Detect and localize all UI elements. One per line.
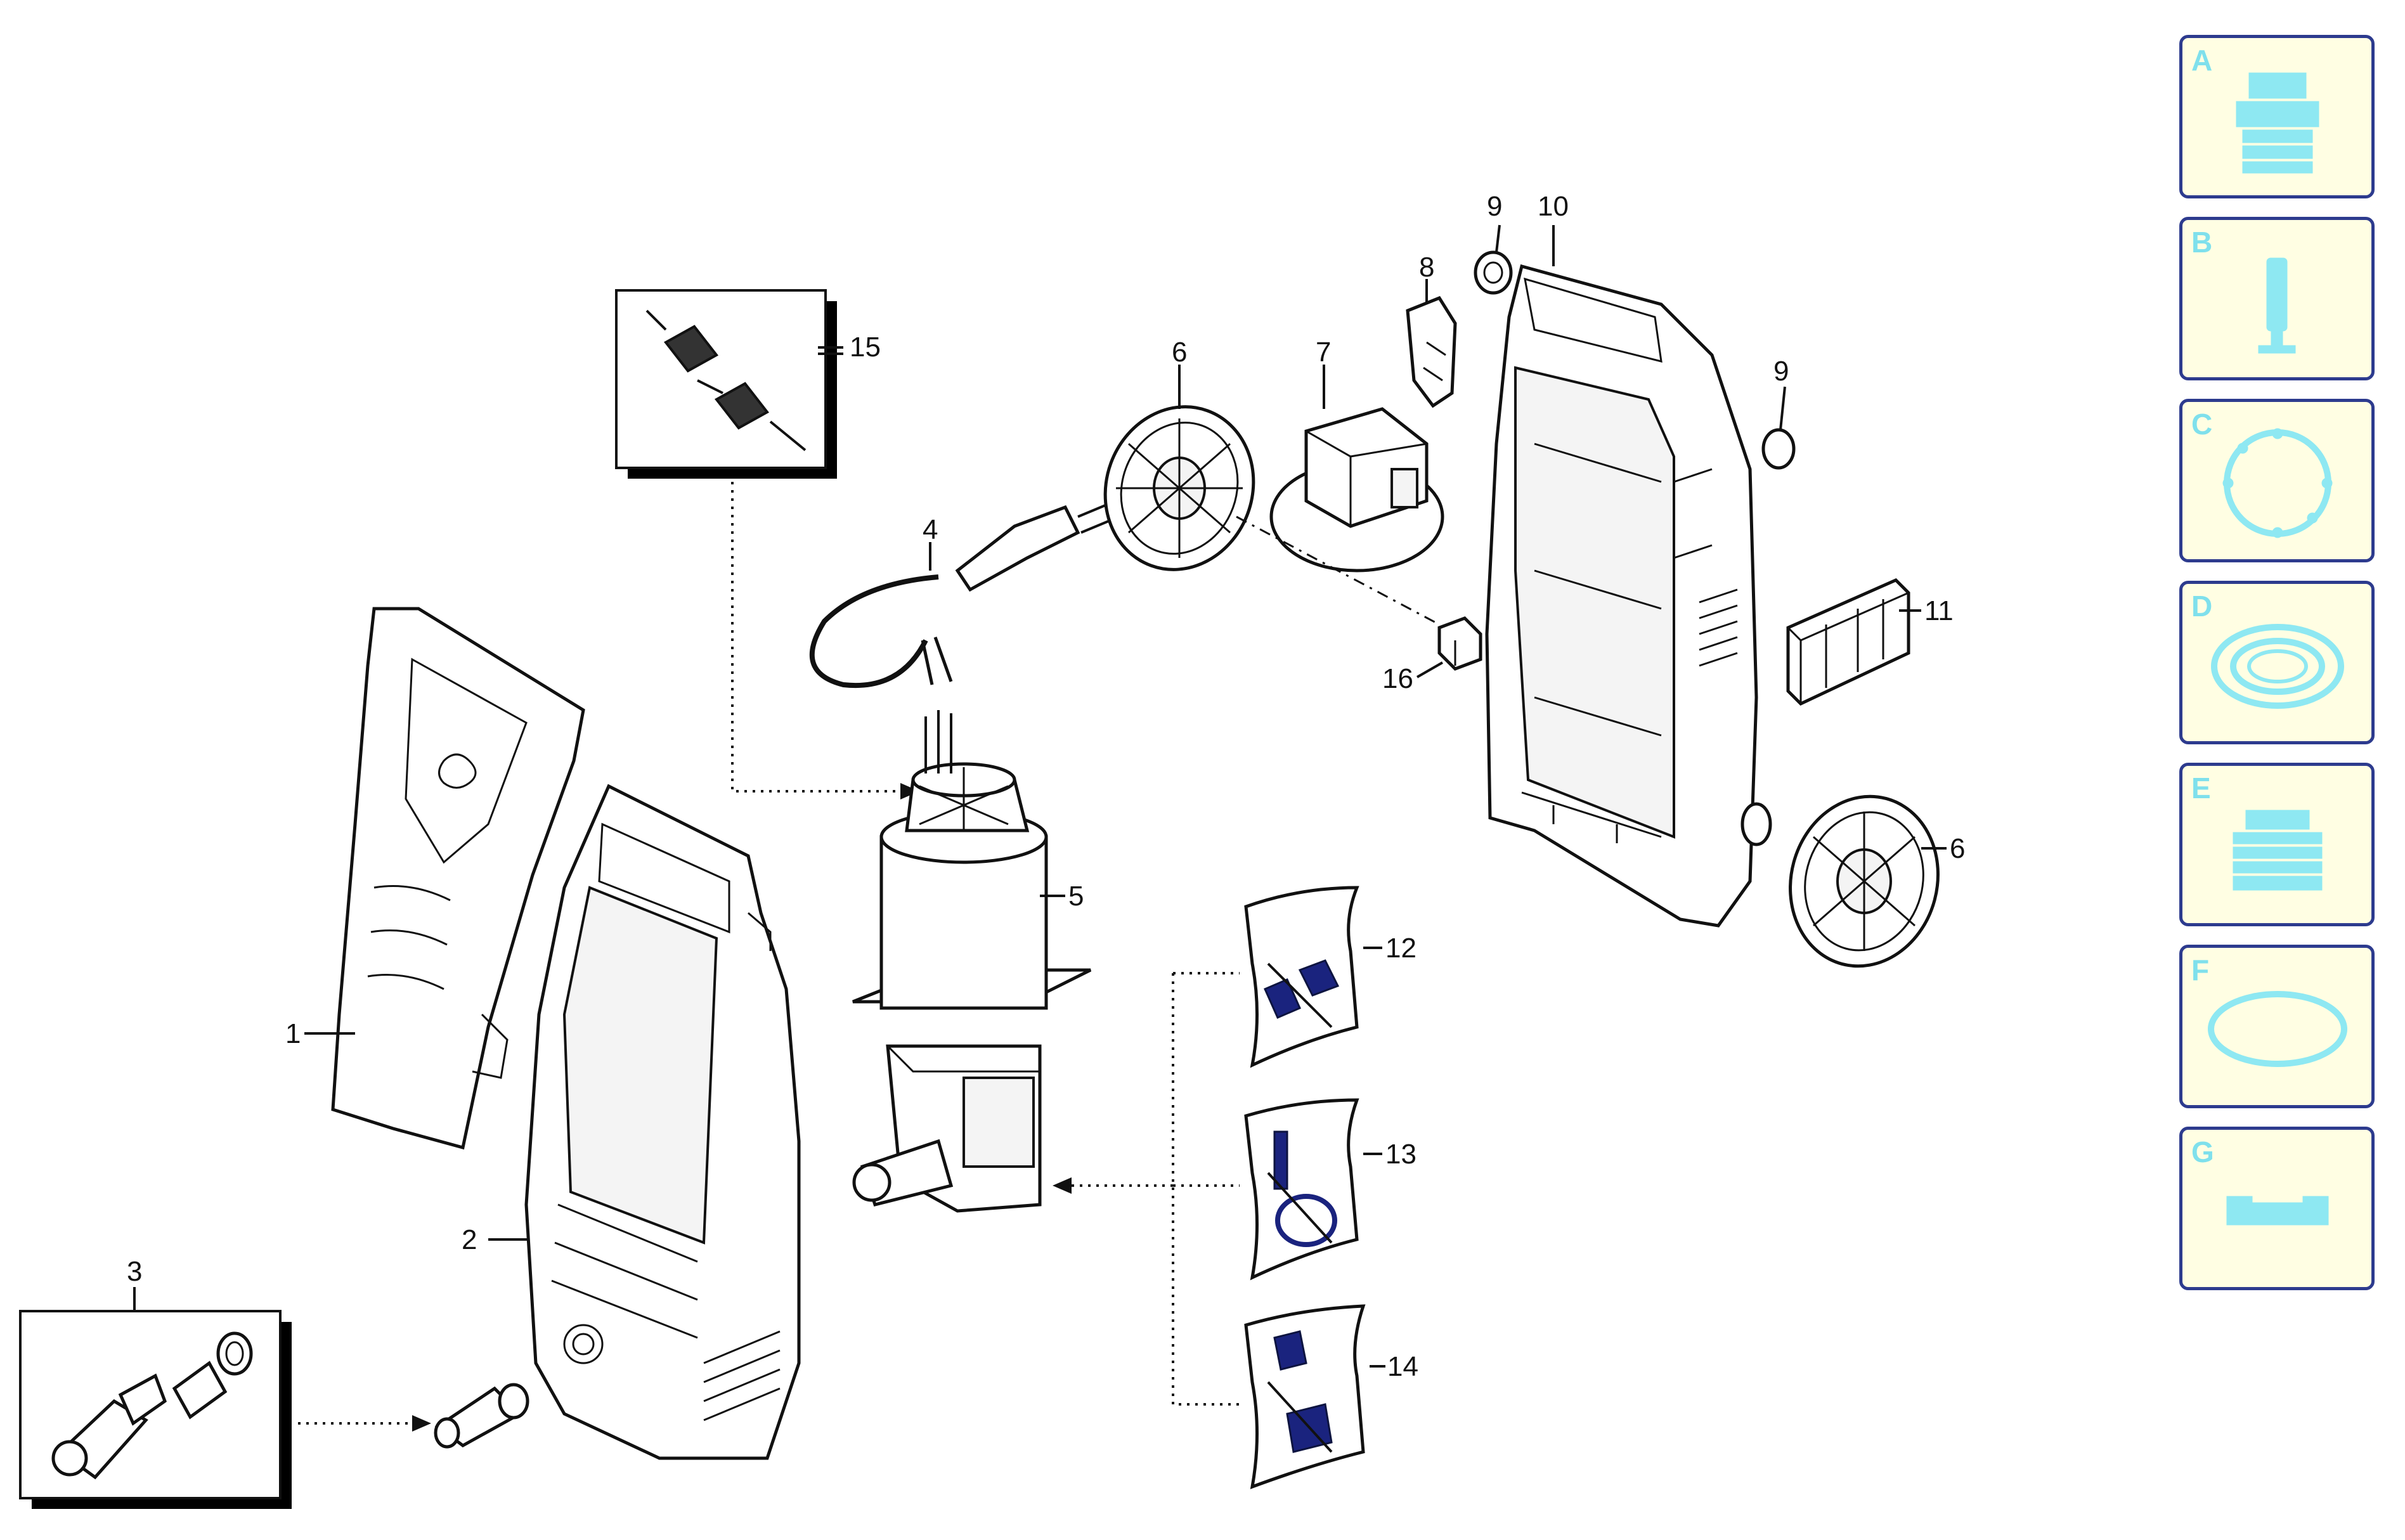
callout-9a: 9 [1487, 191, 1502, 222]
accessory-button-b[interactable]: B [2179, 217, 2375, 380]
part-10-rear-housing[interactable] [1485, 264, 1772, 928]
part-8-latch[interactable] [1406, 295, 1457, 408]
callout-6a: 6 [1172, 337, 1187, 368]
accessory-letter: B [2191, 226, 2213, 259]
leader-line [1416, 661, 1443, 678]
leader-line [1495, 224, 1501, 253]
accessory-button-g[interactable]: G [2179, 1127, 2375, 1290]
callout-5: 5 [1068, 881, 1084, 912]
dotted-connector [731, 482, 900, 793]
callout-8: 8 [1419, 252, 1434, 283]
part-12-seal-kit-bag[interactable] [1244, 886, 1359, 1068]
o-ring-icon [2208, 991, 2347, 1067]
nozzle-icon [2258, 257, 2296, 354]
part-5-motor-pump-assembly[interactable] [852, 710, 1092, 1213]
part-11-holder-bracket[interactable] [1786, 578, 1910, 706]
part-15-carbon-brushes-kit[interactable] [615, 289, 837, 479]
arrowhead [900, 783, 919, 799]
part-9-grommet-upper[interactable] [1474, 250, 1513, 295]
accessory-button-e[interactable]: E [2179, 763, 2375, 926]
callout-2: 2 [462, 1224, 477, 1255]
part-6-wheel-upper[interactable] [1082, 386, 1276, 591]
seal-ring-icon [2222, 428, 2333, 538]
part-7-rear-cap[interactable] [1269, 407, 1444, 573]
callout-7: 7 [1316, 337, 1331, 368]
accessory-letter: E [2191, 772, 2211, 805]
part-1-hood-cover[interactable] [331, 607, 585, 1150]
accessory-letter: F [2191, 954, 2210, 987]
accessory-button-f[interactable]: F [2179, 945, 2375, 1108]
accessory-button-a[interactable]: A [2179, 35, 2375, 198]
accessory-letter: G [2191, 1136, 2214, 1168]
part-3-inlet-coupling-kit[interactable] [19, 1310, 292, 1509]
callout-9b: 9 [1773, 356, 1789, 387]
accessory-letter: C [2191, 408, 2213, 441]
callout-3: 3 [127, 1256, 142, 1287]
accessory-button-c[interactable]: C [2179, 399, 2375, 562]
callout-11: 11 [1924, 595, 1954, 626]
callout-4: 4 [923, 514, 938, 545]
part-14-valve-kit-bag[interactable] [1244, 1304, 1366, 1489]
accessory-letter: D [2191, 590, 2213, 623]
callout-6b: 6 [1950, 833, 1965, 864]
part-16-small-clip[interactable] [1437, 616, 1482, 671]
part-13-o-ring-kit-bag[interactable] [1244, 1098, 1359, 1281]
arrowhead [412, 1415, 431, 1432]
callout-10: 10 [1538, 191, 1569, 222]
callout-13: 13 [1385, 1139, 1416, 1170]
callout-16: 16 [1382, 663, 1413, 694]
leader-line [1779, 386, 1786, 430]
inlet-fitting[interactable] [434, 1383, 529, 1449]
part-2-front-housing[interactable] [524, 784, 801, 1460]
part-9-ring-lower[interactable] [1761, 428, 1796, 470]
arrowhead [1053, 1177, 1072, 1194]
callout-12: 12 [1385, 933, 1416, 964]
center-line [1236, 515, 1440, 626]
clip-icon [2226, 1196, 2329, 1226]
accessory-button-d[interactable]: D [2179, 581, 2375, 744]
part-6-wheel-lower[interactable] [1772, 780, 1957, 983]
callout-15: 15 [850, 332, 881, 363]
quick-coupling-icon [2236, 72, 2319, 174]
dotted-bracket [1172, 973, 1240, 1406]
callout-1: 1 [285, 1018, 301, 1049]
threaded-adapter-icon [2233, 810, 2323, 891]
callout-14: 14 [1387, 1351, 1418, 1382]
flat-washer-icon [2211, 624, 2344, 709]
accessory-letter: A [2191, 44, 2213, 77]
part-4-power-cord[interactable] [809, 500, 1120, 689]
